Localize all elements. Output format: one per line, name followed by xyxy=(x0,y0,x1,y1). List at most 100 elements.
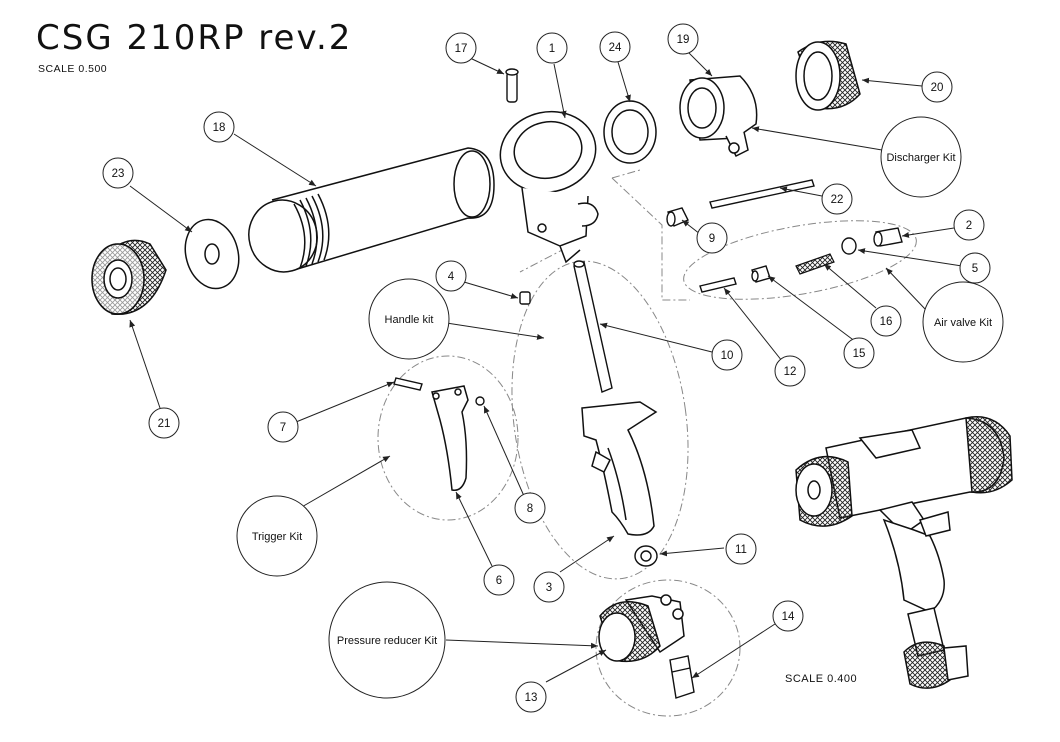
part-5-o-ring xyxy=(841,237,857,255)
leader-15 xyxy=(767,275,857,343)
leader-trigger-kit xyxy=(299,455,391,509)
callout-23: 23 xyxy=(112,168,125,180)
leader-handle-kit xyxy=(439,321,545,340)
callout-20-circle xyxy=(921,71,953,103)
callout-22-circle xyxy=(821,183,853,215)
leader-air-valve-kit xyxy=(885,267,927,311)
callout-numbers: 17 1 24 19 20 18 23 22 9 2 5 4 16 10 12 … xyxy=(112,34,979,704)
callout-7-circle xyxy=(267,411,299,443)
drawing-title: CSG 210RP rev.2 xyxy=(36,18,353,58)
leader-12 xyxy=(723,287,787,367)
callout-21-circle xyxy=(148,407,180,439)
callout-9: 9 xyxy=(709,233,715,245)
callout-1: 1 xyxy=(549,43,555,55)
part-4-bushing xyxy=(519,291,531,305)
callout-3-circle xyxy=(533,571,565,603)
part-9-fitting xyxy=(666,207,689,227)
callout-5: 5 xyxy=(972,263,978,275)
leader-7 xyxy=(295,381,395,423)
part-24-ring xyxy=(603,100,657,164)
leader-11 xyxy=(659,547,725,557)
leader-16 xyxy=(823,263,877,309)
part-14-push-fitting xyxy=(669,655,695,699)
callout-6: 6 xyxy=(496,575,502,587)
callout-11: 11 xyxy=(735,544,747,556)
callout-11-circle xyxy=(725,533,757,565)
callout-13: 13 xyxy=(525,692,538,704)
callout-22: 22 xyxy=(831,194,844,206)
pressure-reducer-kit-circle xyxy=(328,581,446,699)
callout-17: 17 xyxy=(455,43,468,55)
air-valve-kit-label: Air valve Kit xyxy=(934,317,992,329)
leader-6 xyxy=(455,491,493,567)
callout-6-circle xyxy=(483,564,515,596)
part-20-knurled-ring xyxy=(795,40,861,111)
callout-9-circle xyxy=(696,222,728,254)
callout-8: 8 xyxy=(527,503,533,515)
part-15-valve-nut xyxy=(751,265,771,283)
callout-15-circle xyxy=(843,337,875,369)
callout-20: 20 xyxy=(931,82,944,94)
leader-18 xyxy=(233,133,317,187)
assembly-centerline xyxy=(519,169,690,301)
leader-13 xyxy=(545,649,607,683)
part-1-clamp-body xyxy=(499,110,599,264)
air-valve-kit-circle xyxy=(922,281,1004,363)
callout-19-circle xyxy=(667,23,699,55)
leader-24 xyxy=(617,61,631,103)
leader-discharger-kit xyxy=(751,126,883,151)
callout-16-circle xyxy=(870,305,902,337)
callout-circles xyxy=(102,23,991,713)
callout-4: 4 xyxy=(448,271,455,283)
part-10-handle-tube xyxy=(573,260,613,393)
callout-24-circle xyxy=(599,31,631,63)
part-22-rod xyxy=(709,179,815,209)
callout-10-circle xyxy=(711,339,743,371)
callout-2: 2 xyxy=(966,220,972,232)
assembled-gun-illustration xyxy=(795,416,1013,689)
part-2-valve-plug xyxy=(873,227,903,247)
trigger-kit-label: Trigger Kit xyxy=(252,531,302,543)
leader-21 xyxy=(129,319,161,409)
leader-9 xyxy=(681,219,701,235)
kit-circles xyxy=(236,116,1004,699)
scale-main-label: SCALE 0.500 xyxy=(38,63,108,75)
leader-8 xyxy=(483,405,525,497)
part-12-valve-stem xyxy=(699,277,737,293)
pressure-reducer-kit-label: Pressure reducer Kit xyxy=(337,635,437,647)
discharger-kit-label: Discharger Kit xyxy=(886,152,955,164)
discharger-kit-circle xyxy=(880,116,962,198)
callout-21: 21 xyxy=(158,418,171,430)
part-7-trigger-pin xyxy=(393,377,423,391)
scale-inset-label: SCALE 0.400 xyxy=(785,673,858,685)
handle-kit-circle xyxy=(368,278,450,360)
callout-17-circle xyxy=(445,32,477,64)
callout-24: 24 xyxy=(609,42,622,54)
leader-2 xyxy=(901,227,955,238)
part-17-pin xyxy=(505,68,519,103)
leader-17 xyxy=(469,57,505,75)
leader-5 xyxy=(857,248,963,267)
air-valve-kit-outline xyxy=(683,220,917,300)
callout-18: 18 xyxy=(213,122,226,134)
trigger-kit-outline xyxy=(377,355,519,521)
callout-12-circle xyxy=(774,355,806,387)
callout-15: 15 xyxy=(853,348,866,360)
part-18-cartridge-tube xyxy=(248,147,495,273)
trigger-kit-circle xyxy=(236,495,318,577)
part-21-front-cap xyxy=(91,239,167,316)
part-11-nut xyxy=(634,545,658,567)
callout-14: 14 xyxy=(782,611,795,623)
part-19-discharger-housing xyxy=(679,75,758,158)
part-23-washer xyxy=(184,218,240,290)
callout-23-circle xyxy=(102,157,134,189)
leader-14 xyxy=(691,621,779,679)
part-6-trigger xyxy=(431,385,469,491)
callout-3: 3 xyxy=(546,582,552,594)
leader-pressure-reducer-kit xyxy=(445,639,599,649)
leader-3 xyxy=(559,535,615,573)
callout-1-circle xyxy=(536,32,568,64)
callout-19: 19 xyxy=(677,34,690,46)
leader-23 xyxy=(129,185,193,233)
